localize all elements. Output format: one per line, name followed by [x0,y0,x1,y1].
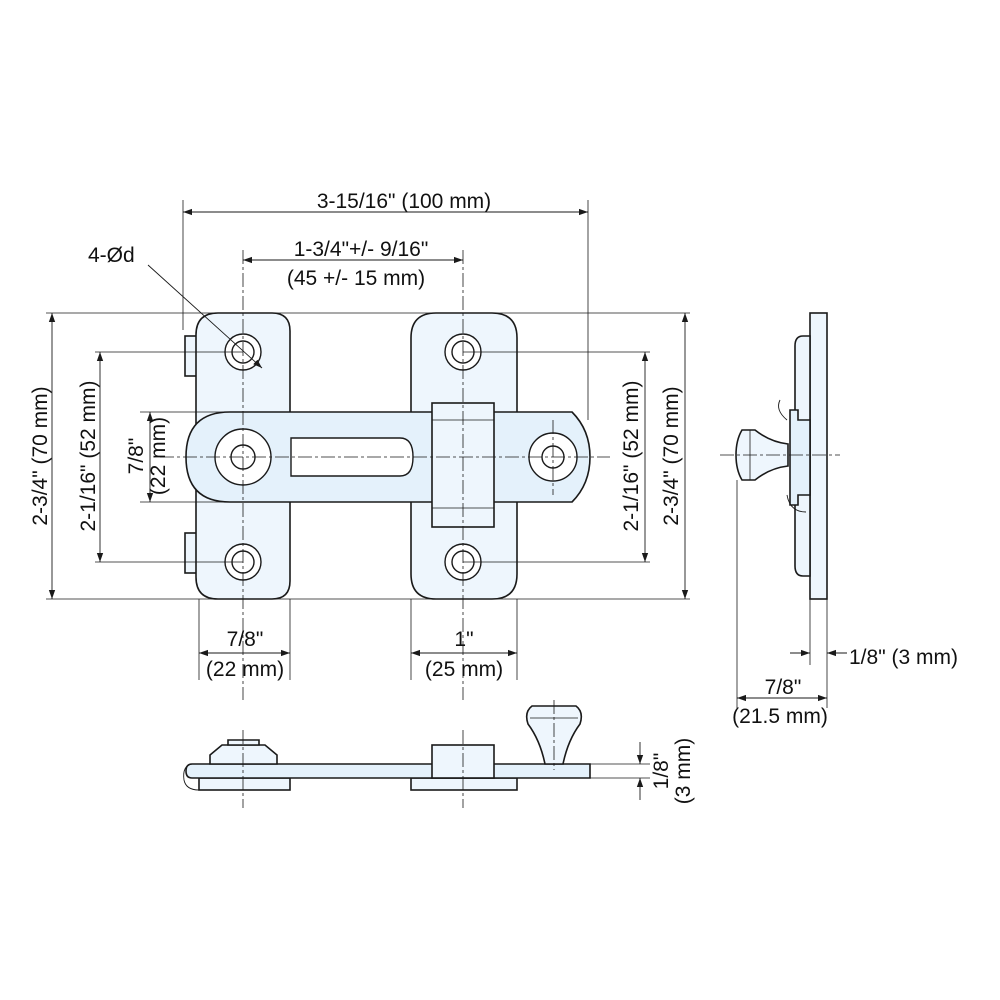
right-plate-width-label-line2: (25 mm) [425,658,503,681]
front-dimension-lines [48,208,689,657]
overall-height-right-label: 2-3/4" (70 mm) [660,386,683,525]
side-back-plate [809,312,828,600]
overall-height-left-label: 2-3/4" (70 mm) [29,386,52,525]
front-extension-lines [46,200,690,680]
side-view: 1/8" (3 mm) 7/8" (21.5 mm) [720,312,958,728]
hole-vertical-left-label: 2-1/16" (52 mm) [77,381,100,532]
hole-spacing-label-line2: (45 +/- 15 mm) [287,267,425,290]
overall-width-label: 3-15/16" (100 mm) [317,190,491,213]
bottom-bar [185,763,591,779]
hole-vertical-right-label: 2-1/16" (52 mm) [620,381,643,532]
right-plate-width-label-line1: 1" [454,628,473,651]
front-center-lines [160,250,610,700]
bar-height-label-line1: 7/8" [125,438,148,475]
bottom-view: 1/8" (3 mm) [183,700,695,808]
bar-height-label-line2: (22 mm) [147,417,170,495]
bottom-left-plate [198,777,291,791]
bottom-right-plate [410,777,518,791]
hole-spacing-label-line1: 1-3/4"+/- 9/16" [294,238,429,261]
side-thickness-label: 1/8" (3 mm) [849,646,958,669]
hole-callout-label: 4-Ød [88,244,135,267]
bottom-thickness-label-line1: 1/8" [650,753,673,790]
side-depth-label-line2: (21.5 mm) [732,705,828,728]
left-plate-width-label-line2: (22 mm) [206,658,284,681]
front-view: 4-Ød 3-15/16" (100 mm) 1-3/4"+/- 9/16" (… [29,190,690,700]
bottom-thickness-label-line2: (3 mm) [672,738,695,805]
left-plate-width-label-line1: 7/8" [227,628,264,651]
side-depth-label-line1: 7/8" [765,676,802,699]
